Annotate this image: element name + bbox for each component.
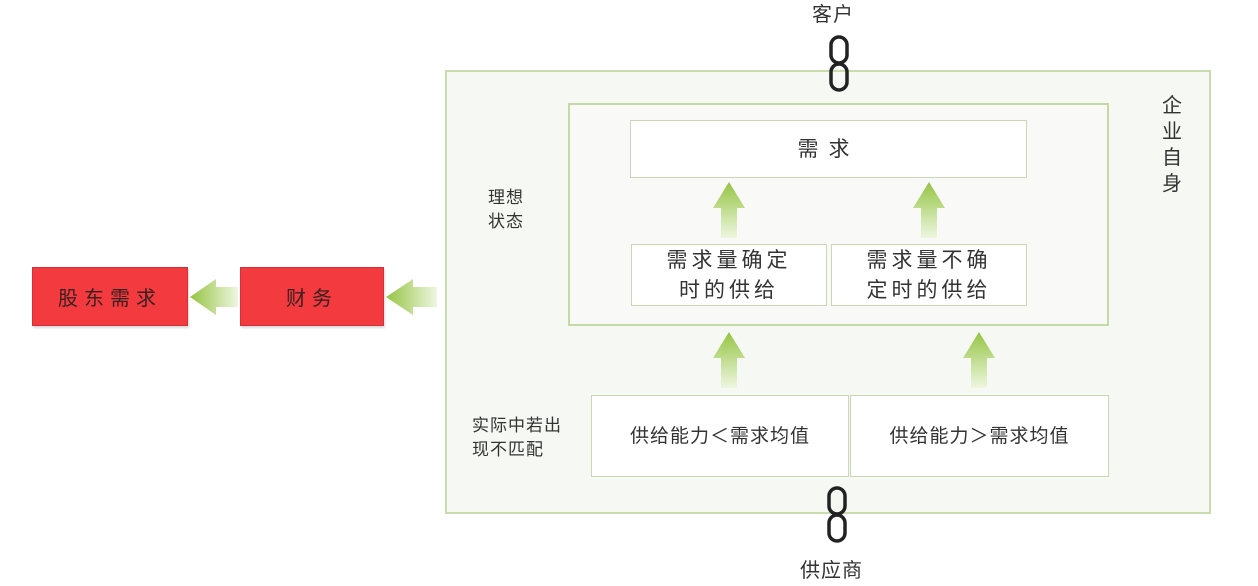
ideal-state-line: 状态 [488, 212, 524, 232]
up-arrow-icon [713, 332, 745, 388]
up-arrow-icon [913, 182, 945, 238]
mismatch-label: 实际中若出 现不匹配 [472, 414, 562, 462]
left-arrow-icon [190, 279, 238, 315]
supply-low-box: 供给能力＜需求均值 [591, 395, 849, 477]
enterprise-self-char: 业 [1162, 119, 1182, 143]
shareholder-demand-text: 股东需求 [58, 286, 162, 310]
uncertain-supply-line: 需求量不确 [866, 248, 992, 272]
enterprise-self-char: 身 [1162, 171, 1182, 195]
up-arrow-icon [963, 332, 995, 388]
supply-high-text: 供给能力＞需求均值 [889, 425, 1070, 447]
chain-link-icon [827, 486, 847, 543]
finance-box: 财务 [240, 267, 384, 326]
mismatch-line: 实际中若出 [472, 416, 562, 436]
enterprise-self-char: 企 [1162, 93, 1182, 117]
ideal-state-line: 理想 [488, 188, 524, 208]
supply-high-box: 供给能力＞需求均值 [850, 395, 1109, 477]
customer-label: 客户 [812, 2, 854, 26]
finance-text: 财务 [286, 286, 338, 310]
supplier-label: 供应商 [800, 558, 863, 582]
mismatch-line: 现不匹配 [472, 440, 544, 460]
uncertain-supply-line: 定时的供给 [866, 278, 992, 302]
shareholder-demand-box: 股东需求 [32, 267, 188, 326]
left-arrow-icon [386, 279, 437, 315]
enterprise-self-label: 企 业 自 身 [1160, 92, 1184, 196]
certain-supply-line: 需求量确定 [666, 248, 792, 272]
certain-supply-line: 时的供给 [679, 278, 779, 302]
certain-supply-box: 需求量确定 时的供给 [631, 244, 827, 306]
ideal-state-label: 理想 状态 [488, 186, 524, 234]
uncertain-supply-box: 需求量不确 定时的供给 [831, 244, 1027, 306]
chain-link-icon [829, 35, 849, 92]
up-arrow-icon [713, 182, 745, 238]
supply-low-text: 供给能力＜需求均值 [629, 425, 810, 447]
enterprise-self-char: 自 [1162, 145, 1182, 169]
demand-box: 需求 [630, 120, 1027, 178]
demand-text: 需求 [797, 137, 860, 161]
